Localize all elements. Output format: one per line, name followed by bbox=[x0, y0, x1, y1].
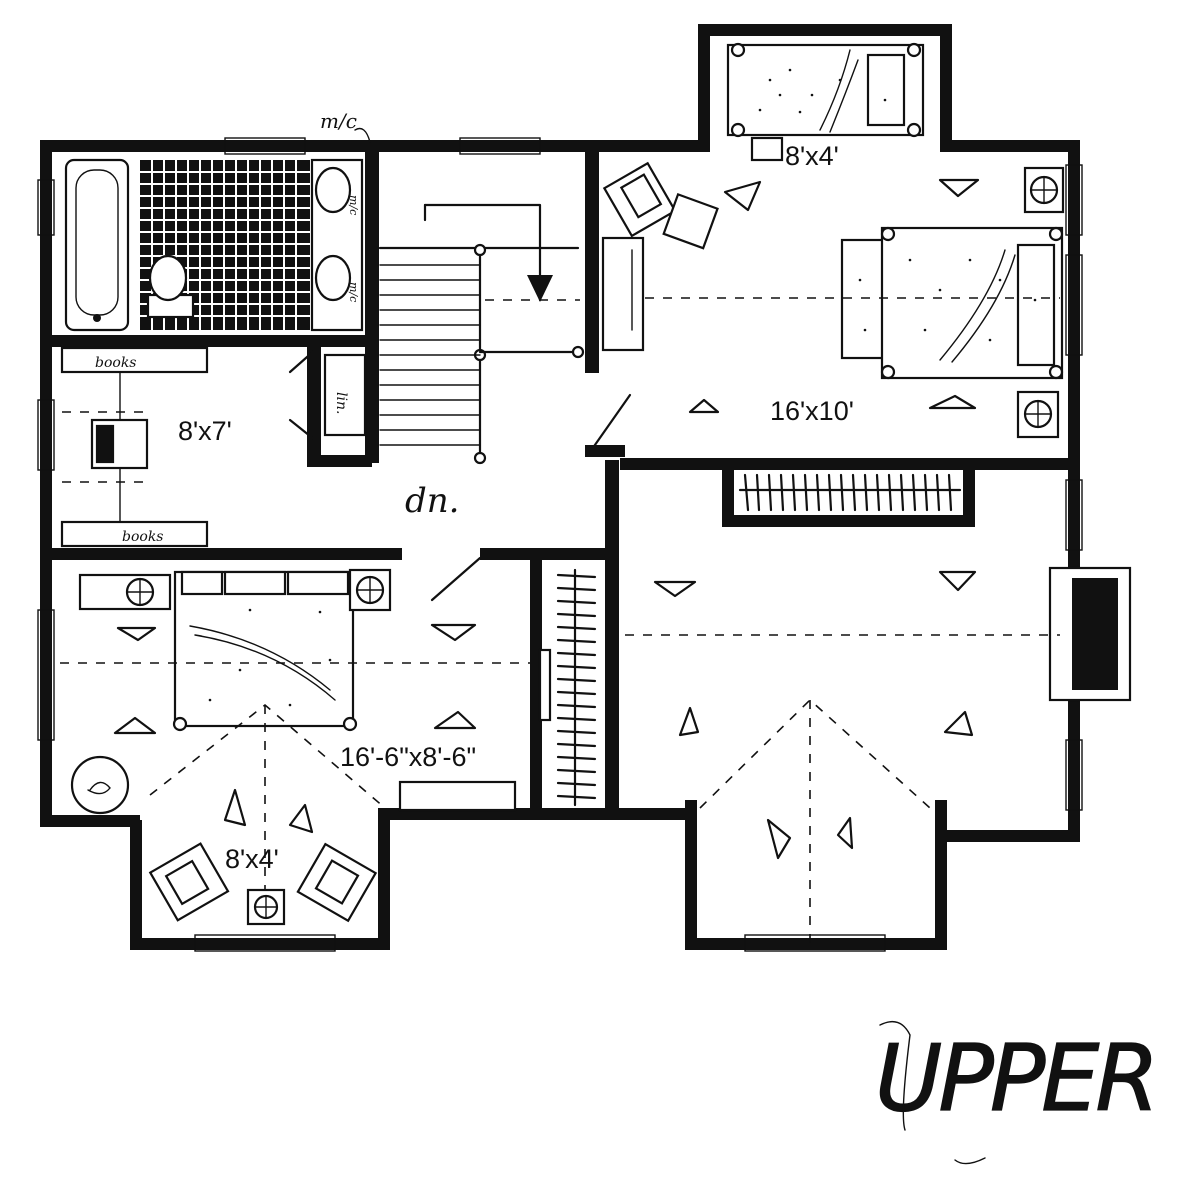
bedroom-ne-dimension: 16'x10' bbox=[770, 396, 854, 426]
bedroom-ne: 8'x4' 16'x10' bbox=[601, 42, 1065, 439]
level-label-lettering: UPPER bbox=[874, 1021, 1160, 1165]
windows bbox=[37, 137, 1083, 952]
stair: dn. bbox=[378, 203, 632, 602]
nook-ne-dimension: 8'x4' bbox=[785, 141, 839, 171]
svg-text:m/c: m/c bbox=[347, 195, 360, 215]
linen-note: lin. bbox=[333, 392, 349, 414]
den: books books lin. 8'x7' bbox=[60, 346, 367, 548]
medicine-cabinet-note: m/c bbox=[320, 109, 357, 133]
bedroom-sw-dimension: 16'-6"x8'-6" bbox=[340, 742, 476, 772]
level-label: UPPER bbox=[875, 1025, 1155, 1132]
stair-down-note: dn. bbox=[405, 481, 459, 521]
interior-walls bbox=[52, 148, 1070, 820]
bedroom-sw: 16'-6"x8'-6" 8'x4' bbox=[60, 568, 530, 926]
nook-sw-dimension: 8'x4' bbox=[225, 844, 279, 874]
bathroom: m/c m/c m/c bbox=[64, 109, 371, 332]
svg-text:m/c: m/c bbox=[347, 282, 360, 302]
closet-side bbox=[538, 568, 597, 807]
books-lower-note: books bbox=[122, 529, 164, 545]
great-room bbox=[625, 566, 1132, 945]
books-upper-note: books bbox=[95, 355, 137, 371]
closet-upper bbox=[738, 473, 962, 512]
den-dimension: 8'x7' bbox=[178, 416, 232, 446]
